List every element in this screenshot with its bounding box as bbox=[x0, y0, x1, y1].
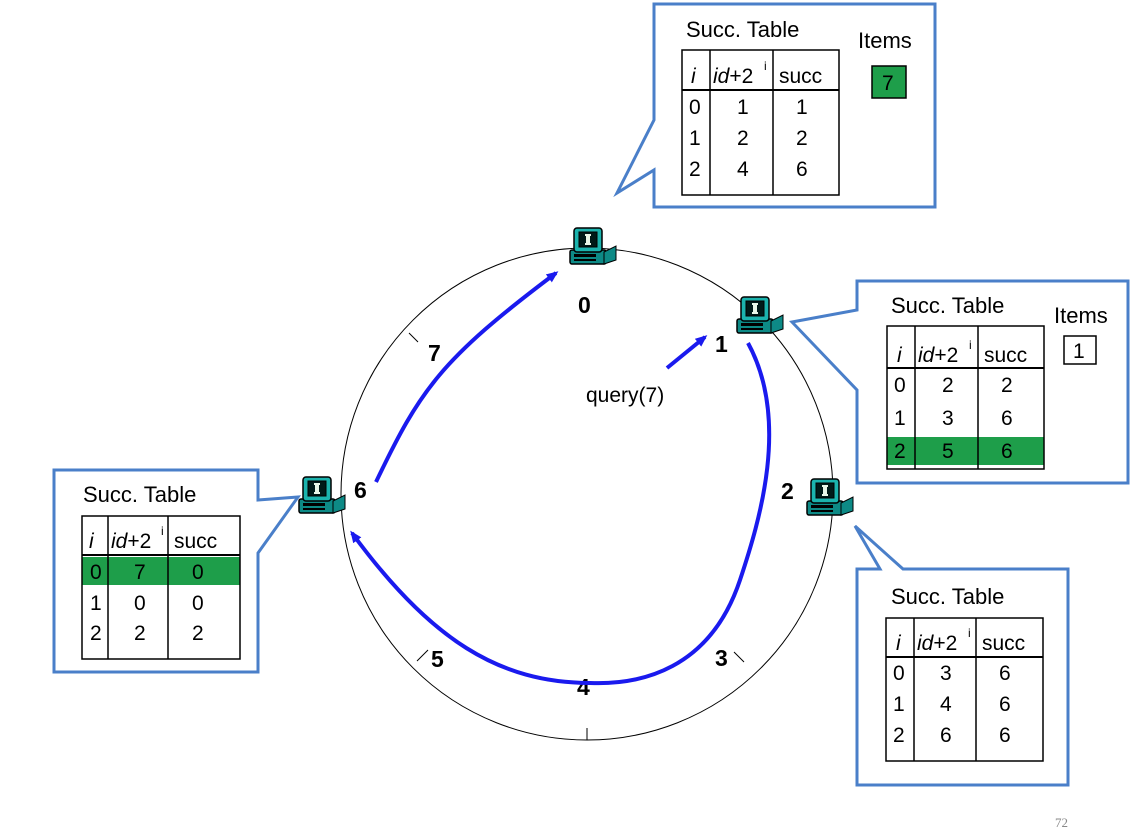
query-label: query(7) bbox=[586, 384, 664, 407]
highlight-row-node-6 bbox=[82, 557, 240, 585]
table-cell: 0 bbox=[894, 374, 906, 397]
header-i: i bbox=[897, 344, 903, 367]
node-label-1: 1 bbox=[715, 331, 728, 357]
table-cell: 1 bbox=[796, 96, 808, 119]
query-arrow bbox=[665, 335, 708, 370]
page-number: 72 bbox=[1055, 815, 1068, 830]
header-exp: i bbox=[968, 626, 971, 640]
table-cell: 2 bbox=[90, 622, 102, 645]
ring-label-7: 7 bbox=[428, 340, 441, 366]
table-cell: 2 bbox=[796, 127, 808, 150]
item-value-node-0: 7 bbox=[882, 72, 894, 95]
table-cell: 3 bbox=[940, 662, 952, 685]
table-cell: 1 bbox=[90, 592, 102, 615]
table-cell: 0 bbox=[192, 561, 204, 584]
node-label-0: 0 bbox=[578, 292, 591, 318]
header-exp: i bbox=[764, 59, 767, 73]
table-cell: 6 bbox=[1001, 407, 1013, 430]
table-cell: 6 bbox=[999, 662, 1011, 685]
ring-label-5: 5 bbox=[431, 646, 444, 672]
table-cell: 0 bbox=[134, 592, 146, 615]
table-cell: 0 bbox=[689, 96, 701, 119]
header-i: i bbox=[89, 530, 95, 553]
header-exp: i bbox=[161, 524, 164, 538]
header-succ: succ bbox=[982, 632, 1025, 655]
table-cell: 3 bbox=[942, 407, 954, 430]
items-label-node-0: Items bbox=[858, 28, 912, 53]
table-cell: 2 bbox=[1001, 374, 1013, 397]
header-succ: succ bbox=[174, 530, 217, 553]
tick-7 bbox=[408, 332, 419, 343]
computer-icon-node-0 bbox=[569, 227, 617, 265]
table-cell: 4 bbox=[940, 693, 952, 716]
header-id-plus: id+2 bbox=[917, 632, 957, 655]
table-title-node-1: Succ. Table bbox=[891, 293, 1004, 318]
tick-3 bbox=[733, 651, 745, 663]
computer-icon-node-6 bbox=[298, 476, 346, 514]
table-cell: 0 bbox=[90, 561, 102, 584]
item-box-node-0 bbox=[871, 65, 907, 99]
table-cell: 2 bbox=[893, 724, 905, 747]
table-cell: 2 bbox=[689, 158, 701, 181]
header-i: i bbox=[691, 65, 697, 88]
route-arrow-6-to-0 bbox=[374, 271, 559, 483]
computer-icon-node-2 bbox=[806, 478, 854, 516]
table-cell: 6 bbox=[999, 693, 1011, 716]
table-cell: 2 bbox=[942, 374, 954, 397]
header-id-plus: id+2 bbox=[713, 65, 753, 88]
table-cell: 1 bbox=[689, 127, 701, 150]
table-cell: 1 bbox=[893, 693, 905, 716]
header-exp: i bbox=[969, 338, 972, 352]
table-cell: 6 bbox=[796, 158, 808, 181]
table-cell: 2 bbox=[134, 622, 146, 645]
header-id-plus: id+2 bbox=[111, 530, 151, 553]
table-title-node-2: Succ. Table bbox=[891, 584, 1004, 609]
table-cell: 0 bbox=[192, 592, 204, 615]
tick-5 bbox=[416, 649, 429, 662]
table-title-node-0: Succ. Table bbox=[686, 17, 799, 42]
table-cell: 5 bbox=[942, 440, 954, 463]
item-value-node-1: 1 bbox=[1073, 340, 1085, 363]
callout-node-6: Succ. Table i id+2 i succ 0 7 0 1 0 0 2 … bbox=[52, 468, 302, 674]
table-cell: 1 bbox=[737, 96, 749, 119]
table-cell: 2 bbox=[737, 127, 749, 150]
computer-icon-node-1 bbox=[736, 296, 784, 334]
table-cell: 6 bbox=[1001, 440, 1013, 463]
callout-node-0: Succ. Table Items 7 i id+2 i succ 0 1 1 … bbox=[613, 2, 937, 209]
item-box-node-1 bbox=[1063, 335, 1097, 365]
table-cell: 2 bbox=[192, 622, 204, 645]
table-cell: 7 bbox=[134, 561, 146, 584]
items-label-node-1: Items bbox=[1054, 303, 1108, 328]
header-succ: succ bbox=[984, 344, 1027, 367]
route-arrow-1-to-6 bbox=[350, 342, 772, 686]
callout-node-1: Succ. Table Items 1 i id+2 i succ 0 2 2 … bbox=[788, 279, 1130, 485]
header-i: i bbox=[896, 632, 902, 655]
table-cell: 6 bbox=[940, 724, 952, 747]
table-title-node-6: Succ. Table bbox=[83, 482, 196, 507]
node-label-2: 2 bbox=[781, 478, 794, 504]
table-cell: 1 bbox=[894, 407, 906, 430]
table-cell: 0 bbox=[893, 662, 905, 685]
node-label-6: 6 bbox=[354, 477, 367, 503]
ring-label-4: 4 bbox=[577, 674, 590, 700]
table-cell: 2 bbox=[894, 440, 906, 463]
header-id-plus: id+2 bbox=[918, 344, 958, 367]
highlight-row-node-1 bbox=[887, 437, 1044, 465]
ring-label-3: 3 bbox=[715, 645, 728, 671]
table-cell: 6 bbox=[999, 724, 1011, 747]
table-cell: 4 bbox=[737, 158, 749, 181]
callout-node-2: Succ. Table i id+2 i succ 0 3 6 1 4 6 2 … bbox=[853, 524, 1070, 787]
header-succ: succ bbox=[779, 65, 822, 88]
